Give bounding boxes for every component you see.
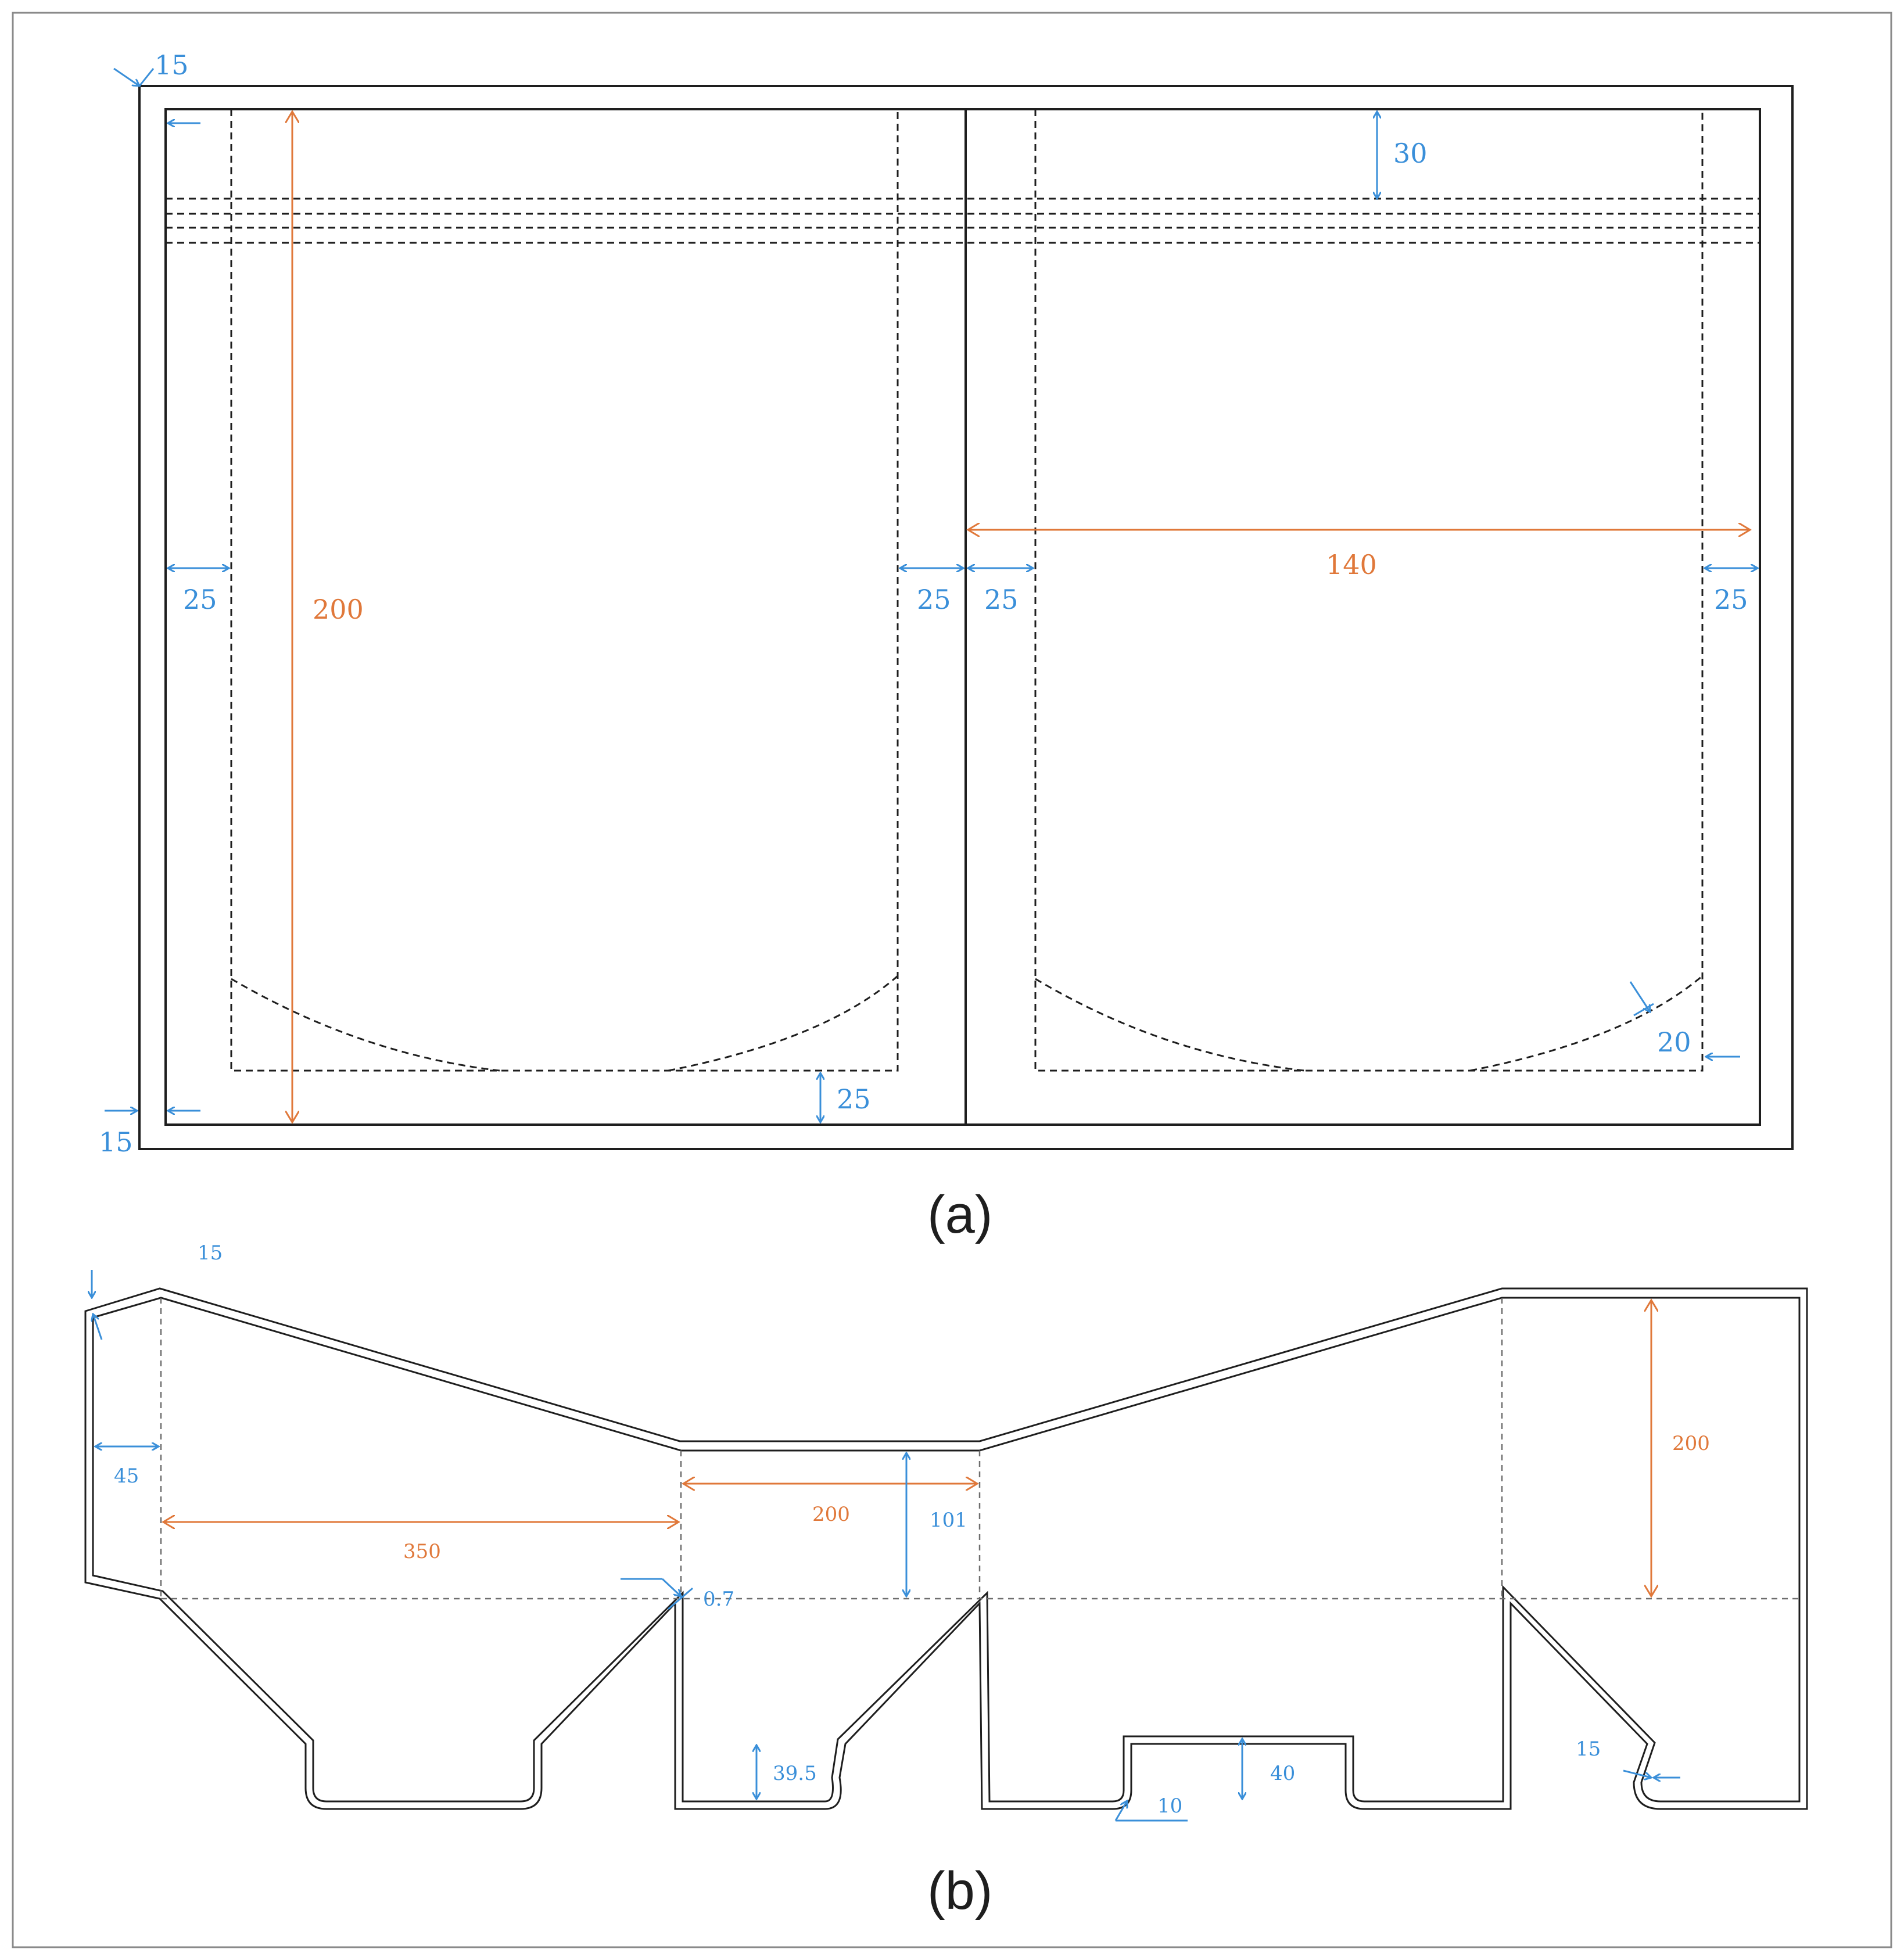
dim-b-notch-radius-diag bbox=[1114, 1801, 1127, 1821]
label-b-center-width-200: 200 bbox=[812, 1503, 850, 1526]
label-top-band-30: 30 bbox=[1393, 138, 1428, 169]
label-b-tab-height: 39.5 bbox=[773, 1762, 817, 1785]
right-pocket-outline bbox=[1034, 109, 1704, 1072]
label-margin-left-inner: 25 bbox=[917, 584, 951, 615]
label-corner-top-left: 15 bbox=[155, 49, 189, 81]
label-margin-right-outer: 25 bbox=[1714, 584, 1748, 615]
label-width-140: 140 bbox=[1326, 549, 1377, 580]
label-b-left-flap: 45 bbox=[114, 1464, 139, 1488]
label-margin-right-inner: 25 bbox=[984, 584, 1019, 615]
caption-b: (b) bbox=[927, 1861, 992, 1920]
left-pocket-outline bbox=[230, 109, 899, 1072]
left-pocket-curve bbox=[231, 975, 898, 1072]
page-border bbox=[12, 12, 1892, 1948]
dim-corner-top-left-tick bbox=[138, 68, 155, 87]
label-b-crease: 0.7 bbox=[703, 1588, 734, 1611]
label-corner-bottom-left: 15 bbox=[99, 1126, 133, 1158]
outer-frame bbox=[138, 85, 1794, 1150]
label-curve-20: 20 bbox=[1657, 1026, 1691, 1058]
label-bottom-margin-25: 25 bbox=[837, 1083, 871, 1115]
dim-b-corner-top-diag bbox=[93, 1314, 103, 1340]
dim-b-right-corner-diag bbox=[1623, 1769, 1651, 1778]
inner-frame bbox=[164, 108, 1761, 1126]
dim-b-crease-diag bbox=[661, 1578, 681, 1596]
label-b-length-350: 350 bbox=[403, 1540, 441, 1563]
label-b-right-height-200: 200 bbox=[1672, 1432, 1710, 1455]
label-b-corner-top-left: 15 bbox=[198, 1241, 223, 1265]
label-b-notch-height: 40 bbox=[1270, 1762, 1295, 1785]
figure-b: 15 45 350 200 101 0.7 200 39.5 10 40 bbox=[84, 1241, 1808, 1822]
label-b-notch-radius: 10 bbox=[1157, 1794, 1182, 1818]
dim-corner-top-left-diag bbox=[113, 67, 139, 86]
label-margin-left-outer: 25 bbox=[183, 584, 217, 615]
caption-a: (a) bbox=[927, 1185, 992, 1244]
net-outline-inner bbox=[92, 1297, 1801, 1803]
label-height-200: 200 bbox=[313, 594, 364, 625]
dim-b-crease-tick bbox=[668, 1587, 693, 1610]
right-pocket-curve bbox=[1035, 975, 1703, 1072]
label-b-center-height-101: 101 bbox=[930, 1509, 967, 1532]
label-b-right-corner: 15 bbox=[1576, 1738, 1601, 1761]
net-outline-outer bbox=[84, 1287, 1808, 1810]
dim-curve-20-tick bbox=[1633, 1003, 1654, 1017]
figure-a: 200 140 25 25 25 25 30 25 15 15 20 bbox=[99, 49, 1794, 1158]
